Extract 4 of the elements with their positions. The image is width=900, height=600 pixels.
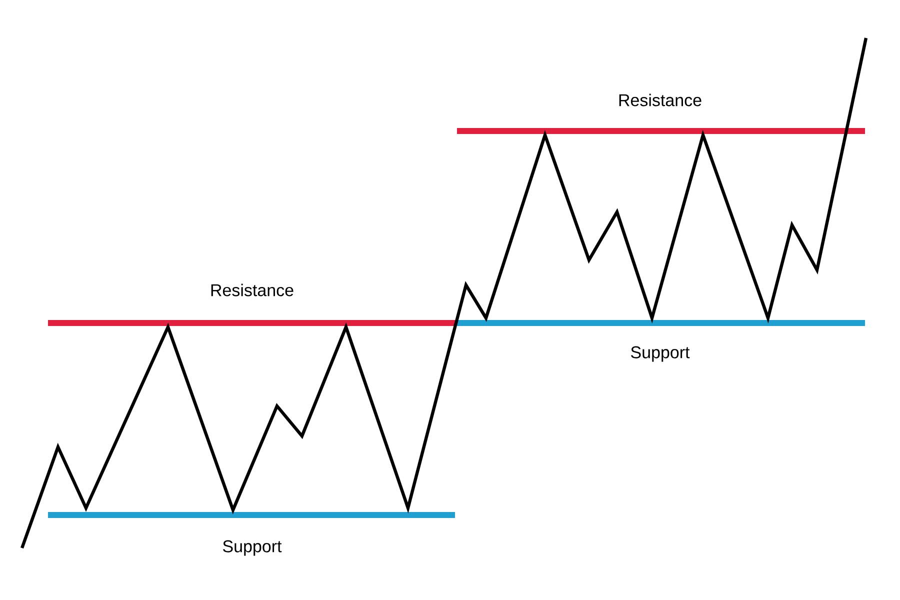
level-label: Support xyxy=(223,540,282,556)
level-label: Support xyxy=(631,346,690,362)
level-label: Resistance xyxy=(211,284,294,296)
level-label: Resistance xyxy=(619,94,702,106)
